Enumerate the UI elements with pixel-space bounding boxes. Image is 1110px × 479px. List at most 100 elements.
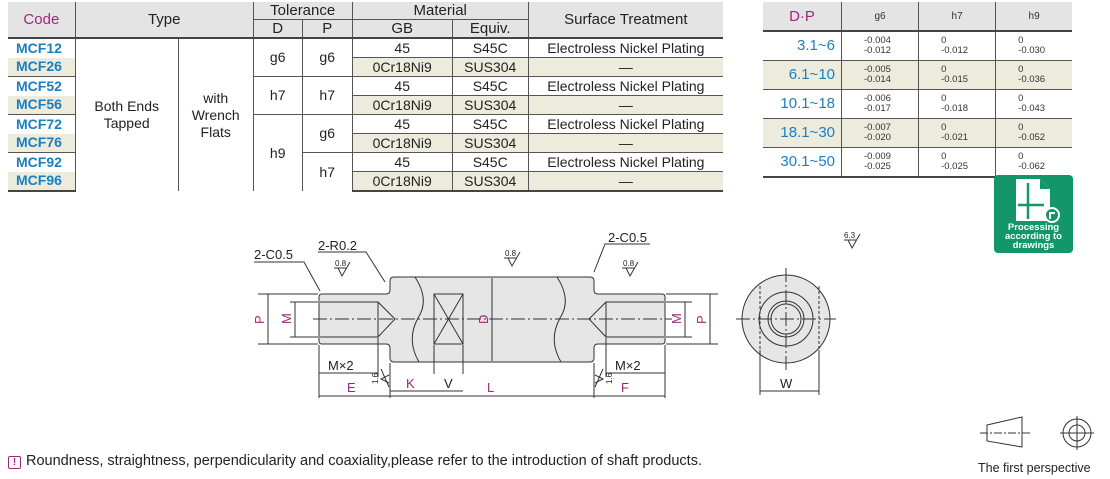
tol-g6-cell: -0.006-0.017	[840, 89, 919, 119]
chamfer-callout-right: 2-C0.5	[608, 230, 647, 245]
tol-h7-cell: 0-0.021	[918, 118, 996, 148]
upper-deviation: 0	[941, 93, 947, 104]
code-cell[interactable]: MCF96	[8, 171, 76, 192]
lower-deviation: -0.015	[941, 74, 969, 85]
upper-deviation: 0	[941, 64, 947, 75]
surface-cell: —	[527, 133, 723, 153]
tol-g6-cell: -0.007-0.020	[840, 118, 919, 148]
range-cell: 10.1~18	[763, 89, 842, 119]
range-cell: 6.1~10	[763, 60, 842, 90]
badge-label: Processing according to drawings	[1004, 222, 1062, 251]
gb-cell: 0Cr18Ni9	[351, 171, 453, 192]
code-cell[interactable]: MCF92	[8, 152, 76, 172]
spec-table: Code Type Tolerance Material Surface Tre…	[8, 2, 723, 192]
tol-d-cell: g6	[252, 38, 303, 77]
lower-deviation: -0.017	[864, 103, 891, 114]
upper-deviation: 0	[941, 35, 947, 46]
table-row: MCF12 Both Ends Tapped with Wrench Flats…	[8, 38, 723, 191]
tol-h7-cell: 0-0.015	[918, 60, 996, 90]
chamfer-callout-left: 2-C0.5	[254, 247, 293, 262]
surface-cell: Electroless Nickel Plating	[527, 152, 723, 172]
lower-deviation: -0.052	[1018, 132, 1046, 143]
note-text: Roundness, straightness, perpendicularit…	[26, 453, 702, 469]
code-cell[interactable]: MCF12	[16, 39, 62, 56]
tol-g6-cell: -0.004-0.012	[840, 30, 919, 61]
upper-deviation: 0	[1018, 122, 1024, 133]
type-tapped: Both Ends Tapped	[74, 38, 179, 191]
upper-deviation: 0	[1018, 35, 1024, 46]
header-tol-p: P	[301, 19, 353, 39]
upper-deviation: 0	[1018, 151, 1024, 162]
header-code: Code	[8, 2, 76, 39]
dim-f: F	[621, 380, 629, 395]
tol-p-cell: g6	[301, 38, 353, 77]
tol-d-cell: h7	[252, 76, 303, 115]
surface-cell: Electroless Nickel Plating	[527, 76, 723, 96]
table-row: MCF76 0Cr18Ni9 SUS304 —	[8, 133, 723, 153]
gb-cell: 45	[351, 38, 453, 58]
roughness-label: 6.3	[844, 231, 856, 240]
tol-h9-cell: 0-0.043	[995, 89, 1072, 119]
code-cell[interactable]: MCF56	[8, 95, 76, 115]
upper-deviation: -0.007	[864, 122, 891, 133]
table-row: MCF92 h7 45 S45C Electroless Nickel Plat…	[8, 152, 723, 191]
header-tolerance: Tolerance	[252, 2, 353, 20]
processing-badge[interactable]: Processing according to drawings	[994, 175, 1073, 253]
dim-v: V	[444, 376, 453, 391]
code-cell[interactable]: MCF26	[8, 57, 76, 77]
gb-cell: 0Cr18Ni9	[351, 57, 453, 77]
tol-g6-cell: -0.005-0.014	[840, 60, 919, 90]
code-cell[interactable]: MCF76	[8, 133, 76, 153]
dim-l: L	[487, 380, 494, 395]
equiv-cell: SUS304	[451, 133, 529, 153]
range-cell: 18.1~30	[763, 118, 842, 148]
tol-h7-cell: 0-0.025	[918, 147, 996, 178]
equiv-cell: S45C	[451, 38, 529, 58]
gb-cell: 45	[351, 114, 453, 134]
type-wrench: with Wrench Flats	[177, 38, 254, 191]
code-cell[interactable]: MCF72	[8, 114, 76, 134]
dim-m-left: M	[279, 313, 294, 324]
upper-deviation: 0	[1018, 93, 1024, 104]
header-surface: Surface Treatment	[527, 2, 723, 39]
tol-d-cell: h9	[252, 114, 303, 191]
header-equiv: Equiv.	[451, 19, 529, 39]
header-g6: g6	[840, 2, 919, 32]
gb-cell: 45	[351, 152, 453, 172]
dim-k: K	[406, 376, 415, 391]
surface-cell: —	[527, 95, 723, 115]
dim-mx2-left: M×2	[328, 358, 354, 373]
upper-deviation: 0	[1018, 64, 1024, 75]
dim-m-right: M	[669, 313, 684, 324]
tol-h9-cell: 0-0.062	[995, 147, 1072, 178]
upper-deviation: 0	[941, 122, 947, 133]
header-dp: D·P	[763, 2, 842, 32]
dim-w: W	[780, 376, 793, 391]
roughness-label: 0.8	[623, 259, 635, 268]
upper-deviation: -0.006	[864, 93, 891, 104]
tol-h9-cell: 0-0.036	[995, 60, 1072, 90]
code-cell[interactable]: MCF52	[8, 76, 76, 96]
equiv-cell: SUS304	[451, 95, 529, 115]
gb-cell: 0Cr18Ni9	[351, 95, 453, 115]
header-type: Type	[74, 2, 254, 39]
surface-cell: —	[527, 57, 723, 77]
header-material: Material	[351, 2, 529, 20]
lower-deviation: -0.021	[941, 132, 969, 143]
header-gb: GB	[351, 19, 453, 39]
tol-h9-cell: 0-0.052	[995, 118, 1072, 148]
upper-deviation: -0.004	[864, 35, 891, 46]
roughness-label: 0.8	[505, 249, 517, 258]
equiv-cell: SUS304	[451, 171, 529, 192]
header-h7: h7	[918, 2, 996, 32]
table-row: MCF56 0Cr18Ni9 SUS304 —	[8, 95, 723, 115]
dim-p-left: P	[252, 315, 267, 324]
lower-deviation: -0.012	[864, 45, 891, 56]
gb-cell: 0Cr18Ni9	[351, 133, 453, 153]
range-cell: 30.1~50	[763, 147, 842, 178]
upper-deviation: -0.009	[864, 151, 891, 162]
